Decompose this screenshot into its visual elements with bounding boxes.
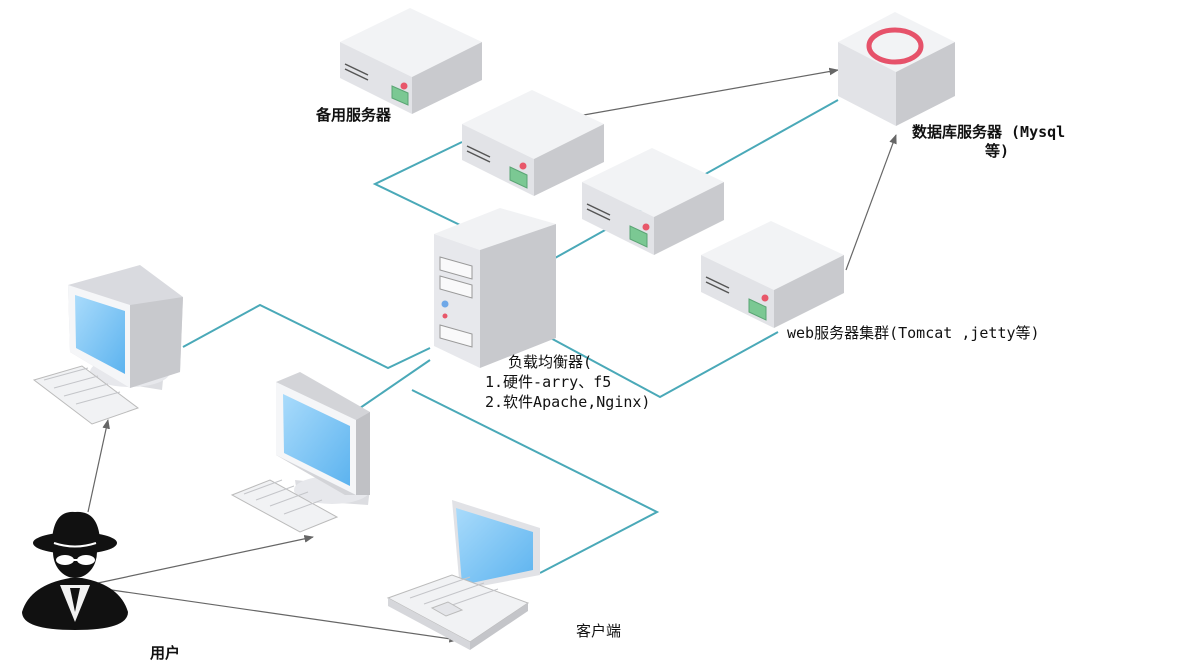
backup-server-icon [340,8,482,114]
database-server-icon [838,12,955,126]
link-desktop-2 [359,359,431,409]
load-balancer-label-line3: 2.软件Apache,Nginx) [485,393,651,411]
db-server-label-line1: 数据库服务器 (Mysql [912,123,1066,141]
arrow-server-to-db [577,67,839,117]
laptop-icon [386,500,540,650]
link-desktop-1 [182,303,431,370]
link-web-cluster [544,331,779,399]
load-balancer-label-line2: 1.硬件-arry、f5 [485,373,612,391]
load-balancer-label-line1: 负载均衡器( [508,353,593,371]
link-laptop [411,389,660,574]
arrow-user-to-desktop-2 [97,535,314,584]
backup-server-label: 备用服务器 [316,106,392,124]
tower-server-icon [434,208,556,368]
server-icon [462,90,604,196]
link-backup-server [372,141,463,226]
web-cluster-label: web服务器集群(Tomcat ,jetty等) [787,324,1040,342]
arrow-user-to-desktop-1 [87,419,110,513]
desktop-computer-icon [32,265,183,425]
server-icon [701,221,844,328]
user-label: 用户 [150,644,181,662]
client-label: 客户端 [576,622,622,640]
server-icon [582,148,724,255]
arrows [87,67,897,643]
desktop-computer-icon [230,372,370,533]
arrow-web-to-db [845,134,897,271]
arrow-user-to-laptop [97,587,459,643]
db-server-label-line2: 等) [985,142,1010,160]
user-spy-icon [22,511,128,630]
network-links [182,99,839,574]
